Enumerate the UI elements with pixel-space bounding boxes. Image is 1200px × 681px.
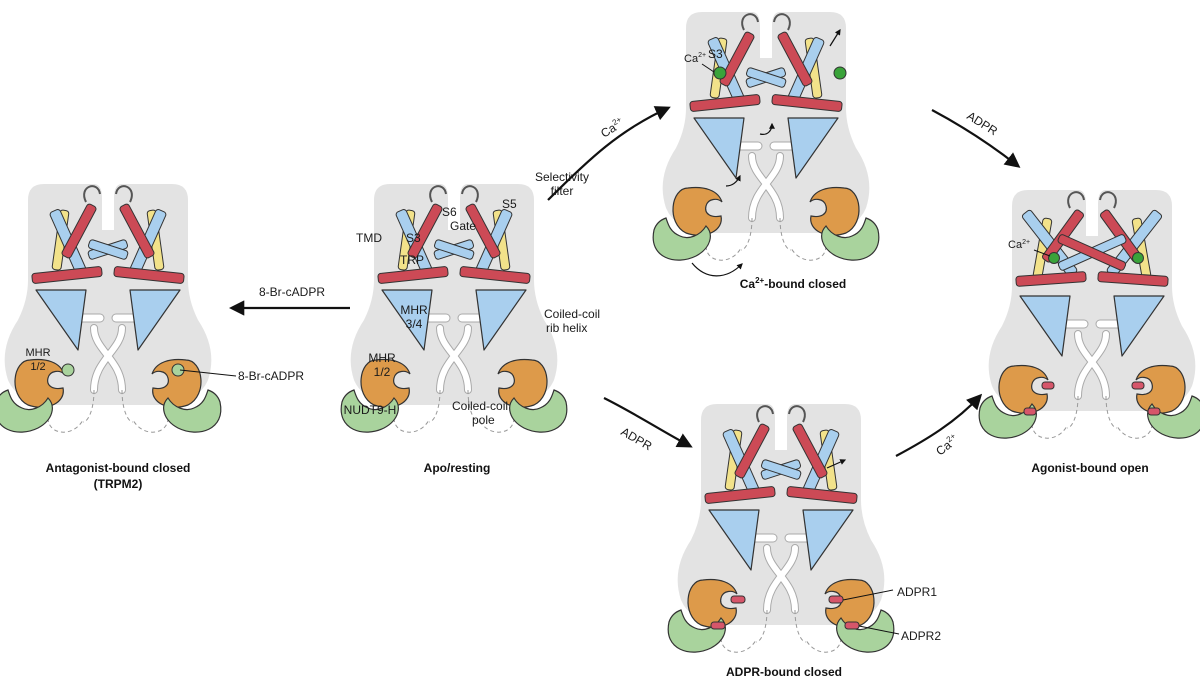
antagonist-state-title: Antagonist-bound closed [46, 461, 191, 475]
arrow-ca-to-agonist: ADPR [931, 109, 1021, 168]
s3-label: S3 [406, 231, 421, 245]
mhr12-label: MHR [368, 351, 396, 365]
agonist-adpr1-left [1041, 381, 1055, 390]
antagonist-state-subtitle: (TRPM2) [94, 477, 143, 491]
agonist-adpr1-right [1131, 381, 1145, 390]
agonist-calcium-right [1132, 252, 1144, 264]
adpr-bound-state-title: ADPR-bound closed [726, 665, 842, 679]
s5-label: S5 [502, 197, 517, 211]
ca-s3-label: S3 [708, 47, 723, 61]
arrow-adpr-to-agonist: Ca2+ [895, 393, 983, 458]
arrow-apo-to-adpr: ADPR [603, 397, 693, 453]
ca-bound-state: S3 Ca2+ [652, 12, 880, 277]
agonist-calcium-left [1048, 252, 1060, 264]
adpr2-ligand-right [844, 621, 860, 630]
tmd-label: TMD [356, 231, 382, 245]
ca-ion-label: Ca2+ [684, 52, 706, 65]
adpr-bound-state: ADPR1 ADPR2 [667, 404, 941, 652]
arrow-apo-to-adpr-label: ADPR [619, 424, 655, 453]
agonist-ca-label: Ca2+ [1008, 239, 1030, 251]
ca-bound-state-title: Ca2+-bound closed [740, 276, 846, 291]
coiled-pole-label: Coiled-coil [452, 399, 508, 413]
antagonist-bound-state: MHR 1/2 8-Br-cADPR [0, 184, 304, 432]
gate-label: Gate [450, 219, 476, 233]
trp-label: TRP [400, 253, 424, 267]
arrow-apo-to-ca-label: Ca2+ [598, 115, 627, 141]
selectivity-filter-label-2: filter [551, 184, 574, 198]
adpr2-ligand-left [710, 621, 726, 630]
agonist-state-title: Agonist-bound open [1031, 461, 1148, 475]
agonist-bound-state: Ca2+ [978, 190, 1200, 438]
adpr1-ligand-left [730, 595, 746, 604]
adpr2-label: ADPR2 [901, 629, 941, 643]
mhr12-label-2: 1/2 [374, 365, 391, 379]
arrow-ca-to-agonist-label: ADPR [964, 109, 1000, 139]
selectivity-filter-label: Selectivity [535, 170, 589, 184]
antag-mhr-label-2: 1/2 [30, 361, 45, 373]
apo-state-title: Apo/resting [424, 461, 491, 475]
calcium-ion-right [833, 66, 847, 80]
coiled-rib-label: Coiled-coil [544, 307, 600, 321]
arrow-apo-to-antagonist: 8-Br-cADPR [228, 285, 350, 316]
arrow-apo-to-antagonist-label: 8-Br-cADPR [259, 285, 325, 299]
coiled-rib-label-2: rib helix [546, 321, 587, 335]
nudt9h-label: NUDT9-H [344, 403, 397, 417]
agonist-adpr2-left [1023, 407, 1037, 416]
adpr1-ligand-right [828, 595, 844, 604]
antag-mhr-label: MHR [25, 347, 50, 359]
antag-ligand-label: 8-Br-cADPR [238, 369, 304, 383]
adpr1-label: ADPR1 [897, 585, 937, 599]
antagonist-ligand-left [61, 363, 75, 377]
mhr34-label-2: 3/4 [406, 317, 423, 331]
calcium-ion-left [713, 66, 727, 80]
mhr34-label: MHR [400, 303, 428, 317]
arrow-adpr-to-agonist-label: Ca2+ [933, 431, 962, 458]
apo-state: S6 Gate S5 S3 TRP TMD MHR 3/4 MHR 1/2 Co… [340, 184, 600, 432]
s6-label: S6 [442, 205, 457, 219]
coiled-pole-label-2: pole [472, 413, 495, 427]
agonist-adpr2-right [1147, 407, 1161, 416]
